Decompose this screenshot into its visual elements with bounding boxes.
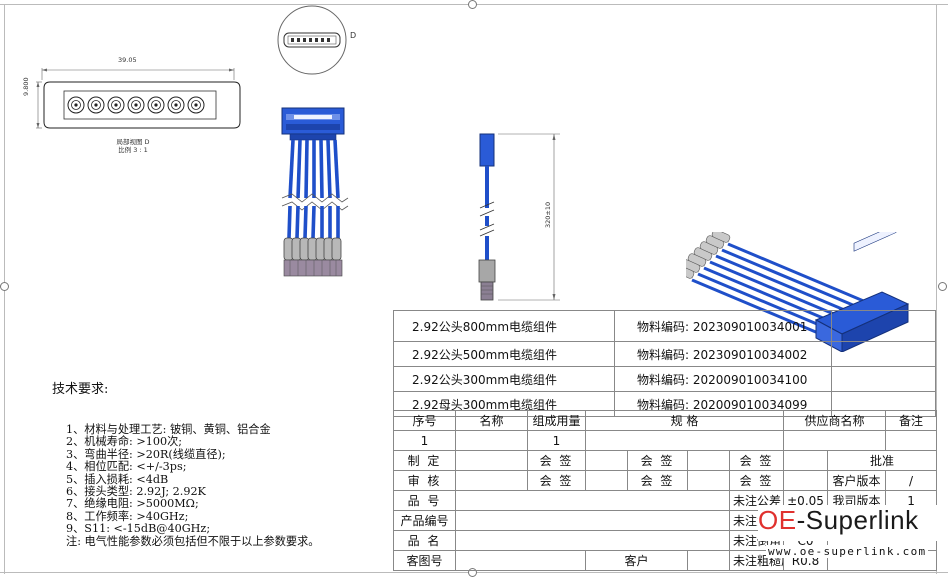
cell-seq: 1: [393, 430, 456, 451]
product-code: 物料编码: 202309010034001: [614, 310, 832, 342]
logo-brand: Superlink: [805, 505, 919, 535]
requirement-note: 注: 电气性能参数必须包括但不限于以上参数要求。: [66, 534, 320, 548]
cell-sign: [783, 470, 829, 491]
logo-oe: OE: [758, 505, 797, 535]
width-dimension: 39.05: [118, 56, 137, 64]
label-drawing-no: 客图号: [393, 550, 456, 571]
cell-sign: [783, 450, 829, 471]
product-name: 2.92公头800mm电缆组件: [393, 310, 615, 342]
connector-front-view: [36, 68, 241, 129]
cell-sign: [687, 470, 730, 491]
requirement-item: 2、机械寿命: >100次;: [66, 435, 183, 449]
cell-review: [455, 470, 528, 491]
detail-view-scale: 比例 3 : 1: [118, 146, 148, 154]
table-row: 2.92公头300mm电缆组件 物料编码: 202009010034100: [393, 366, 936, 392]
label-sign: 会 签: [728, 470, 785, 491]
cable-length-dimension: 320±10: [544, 201, 552, 228]
cell-item-no: [455, 490, 730, 511]
product-name: 2.92公头300mm电缆组件: [393, 366, 615, 392]
product-code: 物料编码: 202009010034100: [614, 366, 832, 392]
cell-spec: [584, 430, 785, 451]
cell-customer: [687, 550, 730, 571]
label-sign: 会 签: [527, 470, 586, 491]
table-row: 制 定 会 签 会 签 会 签 批准: [393, 450, 938, 471]
label-sign: 会 签: [627, 470, 688, 491]
label-sign: 会 签: [728, 450, 785, 471]
product-extra: [831, 310, 936, 342]
label-customer: 客户: [585, 550, 688, 571]
requirement-item: 7、绝缘电阻: >5000MΩ;: [66, 497, 199, 511]
label-sign: 会 签: [527, 450, 586, 471]
table-row: 序号 名称 组成用量 规 格 供应商名称 备注: [393, 410, 938, 431]
header-note: 备注: [885, 410, 938, 431]
requirements-title: 技术要求:: [52, 382, 109, 397]
detail-callout-circle: [277, 5, 347, 75]
label-sign: 会 签: [627, 450, 688, 471]
cell-draw: [455, 450, 528, 471]
product-extra: [831, 366, 936, 392]
logo-wordmark: OE-Superlink: [758, 505, 919, 535]
label-approve: 批准: [827, 450, 938, 471]
cell-name: [455, 430, 528, 451]
header-qty: 组成用量: [527, 410, 586, 431]
header-seq: 序号: [393, 410, 456, 431]
label-product-code: 产品编号: [393, 510, 456, 531]
oe-superlink-logo: OE-Superlink: [758, 505, 948, 541]
label-client-version: 客户版本: [827, 470, 887, 491]
requirement-item: 3、弯曲半径: >20R(线缆直径);: [66, 447, 226, 461]
table-row: 品 号 未注公差 ±0.05 我司版本 1: [393, 490, 938, 511]
requirement-item: 4、相位匹配: <+/-3ps;: [66, 460, 187, 474]
sheet-border-right: [936, 4, 937, 574]
table-row: 1 1: [393, 430, 938, 451]
detail-view-label: 局部视图 D 比例 3 : 1: [98, 138, 168, 154]
cell-product-code: [455, 510, 730, 531]
table-row: 2.92公头500mm电缆组件 物料编码: 202309010034002: [393, 341, 936, 367]
cell-supplier: [783, 430, 887, 451]
product-extra: [831, 341, 936, 367]
cell-client-version: /: [885, 470, 938, 491]
frame-marker-top: [468, 0, 477, 9]
requirements-list: 1、材料与处理工艺: 铍铜、黄铜、铝合金 2、机械寿命: >100次; 3、弯曲…: [66, 423, 320, 548]
frame-marker-right: [938, 282, 947, 291]
cell-drawing-no: [455, 550, 586, 571]
label-draw: 制 定: [393, 450, 456, 471]
product-name: 2.92公头500mm电缆组件: [393, 341, 615, 367]
label-review: 审 核: [393, 470, 456, 491]
frame-marker-left: [0, 282, 9, 291]
logo-dash: -: [796, 505, 806, 535]
label-item-name: 品 名: [393, 530, 456, 551]
requirement-item: 6、接头类型: 2.92J; 2.92K: [66, 485, 206, 499]
cell-item-name: [455, 530, 730, 551]
cell-note: [885, 430, 938, 451]
cell-qty: 1: [527, 430, 586, 451]
product-code: 物料编码: 202309010034002: [614, 341, 832, 367]
requirement-item: 8、工作频率: >40GHz;: [66, 509, 189, 523]
detail-view-title: 局部视图 D: [116, 138, 150, 146]
table-row: 2.92公头800mm电缆组件 物料编码: 202309010034001: [393, 310, 936, 342]
label-item-no: 品 号: [393, 490, 456, 511]
header-name: 名称: [455, 410, 528, 431]
header-spec: 规 格: [584, 410, 785, 431]
detail-callout-letter: D: [350, 31, 357, 40]
ribbon-cable-drawing: [281, 107, 349, 277]
cable-side-view: [478, 133, 560, 301]
cell-sign: [585, 470, 628, 491]
requirement-item: 5、插入损耗: <4dB: [66, 472, 169, 486]
height-dimension: 9.800: [22, 77, 30, 96]
cell-sign: [585, 450, 628, 471]
cell-sign: [687, 450, 730, 471]
requirement-item: 1、材料与处理工艺: 铍铜、黄铜、铝合金: [66, 423, 271, 436]
header-supplier: 供应商名称: [783, 410, 887, 431]
requirement-item: 9、S11: <-15dB@40GHz;: [66, 522, 211, 536]
website-url: www.oe-superlink.com: [766, 545, 929, 558]
product-table: 2.92公头800mm电缆组件 物料编码: 202309010034001 2.…: [393, 310, 936, 417]
table-row: 审 核 会 签 会 签 会 签 客户版本 /: [393, 470, 938, 491]
